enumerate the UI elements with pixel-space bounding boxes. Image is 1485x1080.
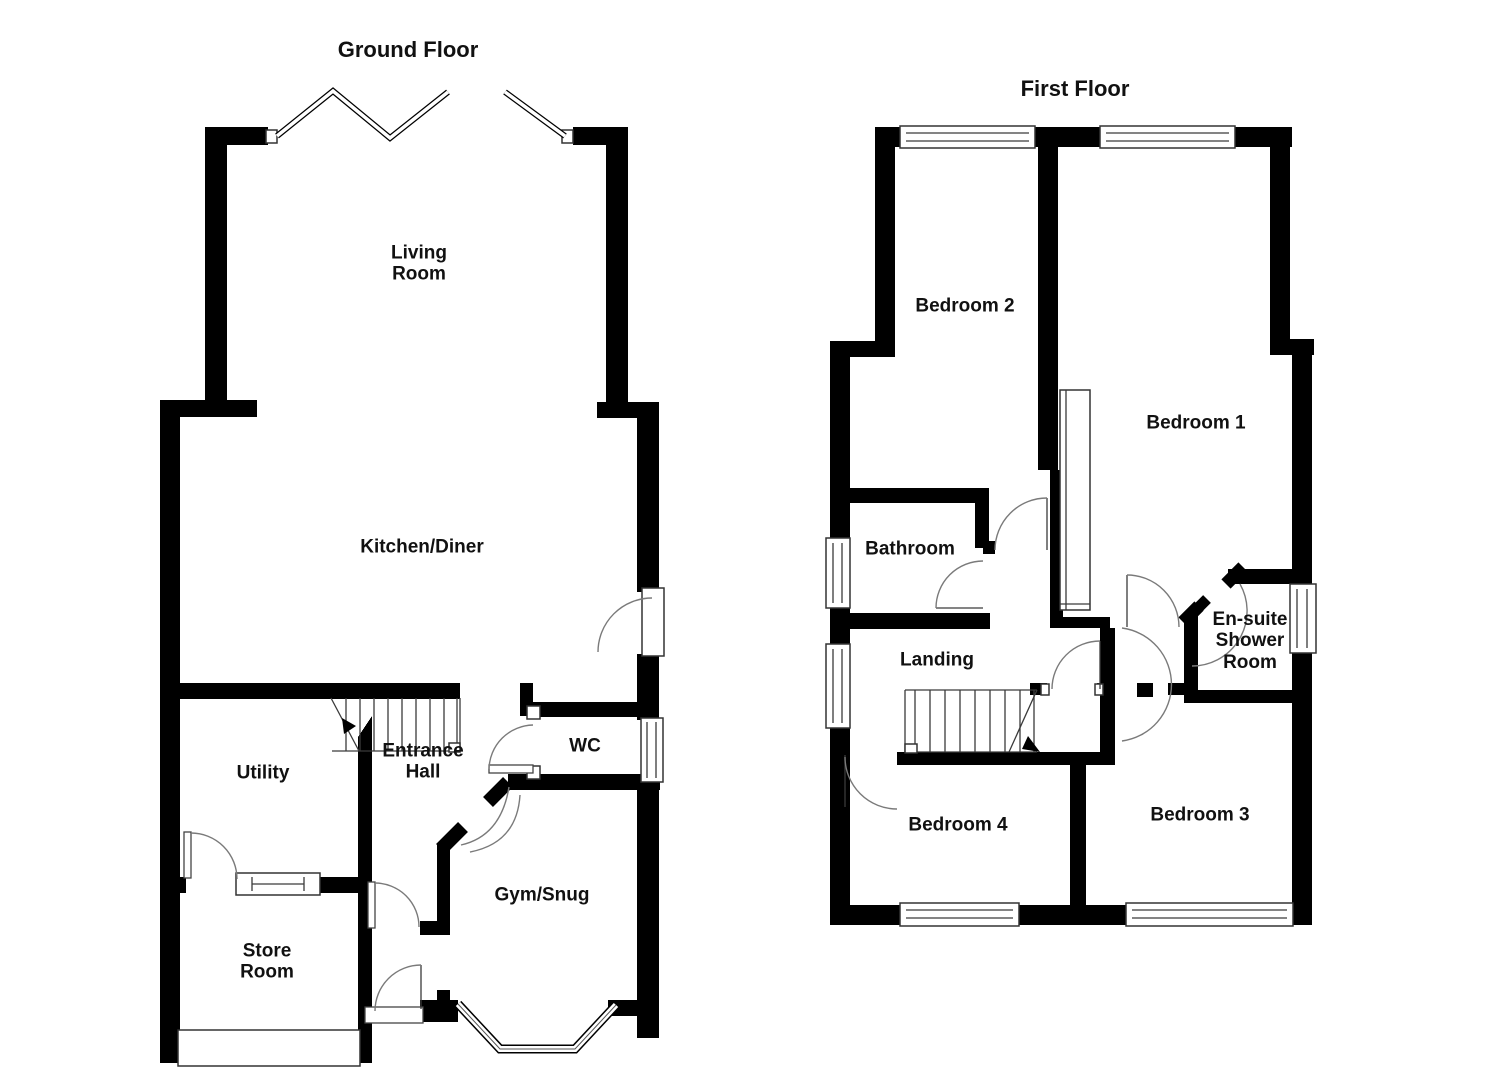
first-floor-title: First Floor (1020, 76, 1130, 101)
bay-window (454, 1000, 620, 1054)
label-living-room: Living Room (391, 242, 447, 285)
first-floor-plan (825, 125, 1317, 927)
kitchen-door-arc (597, 597, 653, 653)
bedroom2-door-arc (994, 497, 1048, 551)
gym-door-arc (469, 794, 521, 853)
stairwell-door-arc (1051, 640, 1101, 690)
label-wc: WC (569, 735, 601, 757)
bathroom-window (825, 537, 851, 609)
label-landing: Landing (900, 649, 974, 671)
label-bathroom: Bathroom (865, 538, 955, 560)
label-gym-snug: Gym/Snug (494, 884, 590, 906)
label-utility: Utility (236, 762, 290, 784)
bedroom1-door-arc (1126, 574, 1180, 628)
wc-door-arc (488, 724, 534, 770)
label-kitchen-diner: Kitchen/Diner (360, 536, 484, 558)
landing-window (825, 643, 851, 729)
bedroom3-door-arc (1121, 627, 1173, 742)
front-door-panel (364, 1006, 424, 1024)
bedroom4-door-arc (844, 756, 898, 810)
first-floor-windows (825, 125, 1317, 927)
bedroom3-window (1125, 902, 1294, 927)
label-store-room: Store Room (240, 940, 294, 983)
label-bedroom-3: Bedroom 3 (1150, 804, 1250, 826)
wardrobe (1059, 389, 1091, 611)
ground-floor-title: Ground Floor (337, 37, 479, 62)
bedroom4-window (899, 902, 1020, 927)
label-bedroom-1: Bedroom 1 (1146, 412, 1246, 434)
front-door-arc (374, 964, 422, 1012)
stairs-down-arrow (342, 718, 356, 734)
label-bedroom-2: Bedroom 2 (915, 295, 1015, 317)
stairs-up-arrow (1022, 736, 1040, 752)
ensuite-door-arc (1191, 583, 1248, 667)
ground-floor-stairs (330, 697, 461, 753)
label-bedroom-4: Bedroom 4 (908, 814, 1008, 836)
first-floor-stairs (904, 689, 1040, 754)
label-entrance-hall: Entrance Hall (382, 740, 464, 783)
store-room-opening (177, 1029, 361, 1067)
ground-floor-doors (183, 597, 653, 1024)
hall-door-arc (374, 882, 420, 928)
ensuite-window (1289, 583, 1317, 654)
ground-floor-plan (160, 87, 665, 1067)
ensuite-door-leaf (1185, 595, 1211, 621)
label-ensuite: En-suite Shower Room (1212, 609, 1288, 673)
ground-floor-walls (160, 127, 660, 1063)
ground-floor-windows (177, 87, 665, 1067)
bifold-doors (275, 87, 567, 142)
first-floor-doors (844, 497, 1248, 810)
bathroom-door-arc (935, 560, 984, 609)
utility-door-arc (190, 832, 238, 880)
